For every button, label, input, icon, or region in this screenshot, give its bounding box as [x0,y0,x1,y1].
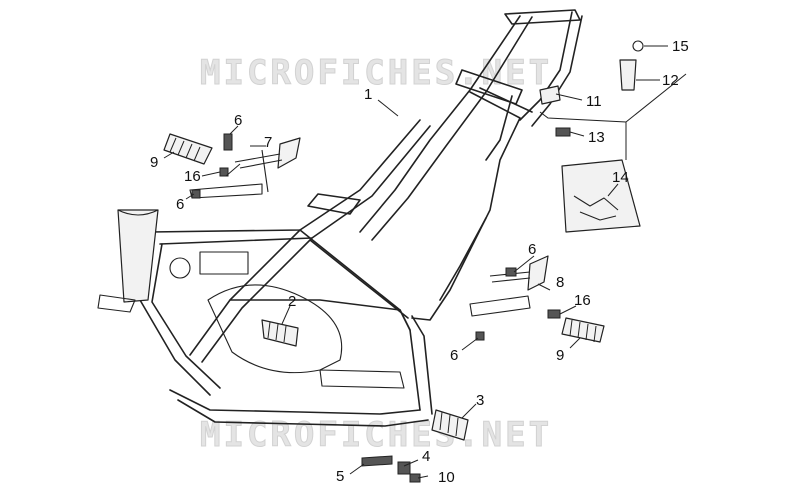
callout-7: 7 [264,134,272,151]
leader-lines [163,45,668,479]
callout-10: 10 [438,469,455,486]
steering-tube [97,209,159,313]
callout-6a: 6 [234,112,242,129]
hardware-bag [539,73,687,233]
callout-6d: 6 [528,241,536,258]
callout-16a: 16 [184,168,201,185]
footrest-3 [431,409,469,441]
callout-2: 2 [288,293,296,310]
callout-6b: 6 [176,196,184,213]
seat-lock-assembly [539,40,644,105]
callout-4: 4 [422,448,430,465]
callout-3: 3 [476,392,484,409]
callout-11: 11 [586,93,602,110]
callout-5: 5 [336,468,344,485]
footrest-2 [261,319,299,347]
footpeg-bracket-right [469,255,549,317]
callout-12: 12 [662,72,679,89]
callout-9b: 9 [556,347,564,364]
callout-15: 15 [672,38,689,55]
footpeg-left [163,133,213,165]
watermark-top: MICROFICHES.NET [200,53,552,93]
callout-6c: 6 [450,347,458,364]
footpeg-right [561,317,605,343]
callout-9a: 9 [150,154,158,171]
callout-13: 13 [588,129,605,146]
callout-16b: 16 [574,292,591,309]
watermark-bottom: MICROFICHES.NET [200,415,552,455]
callout-8: 8 [556,274,564,291]
callout-1: 1 [364,86,372,103]
callouts: 1 2 3 4 5 6 6 6 6 7 8 9 9 10 11 12 13 14… [150,38,689,486]
main-frame [139,9,583,427]
callout-14: 14 [612,169,629,186]
